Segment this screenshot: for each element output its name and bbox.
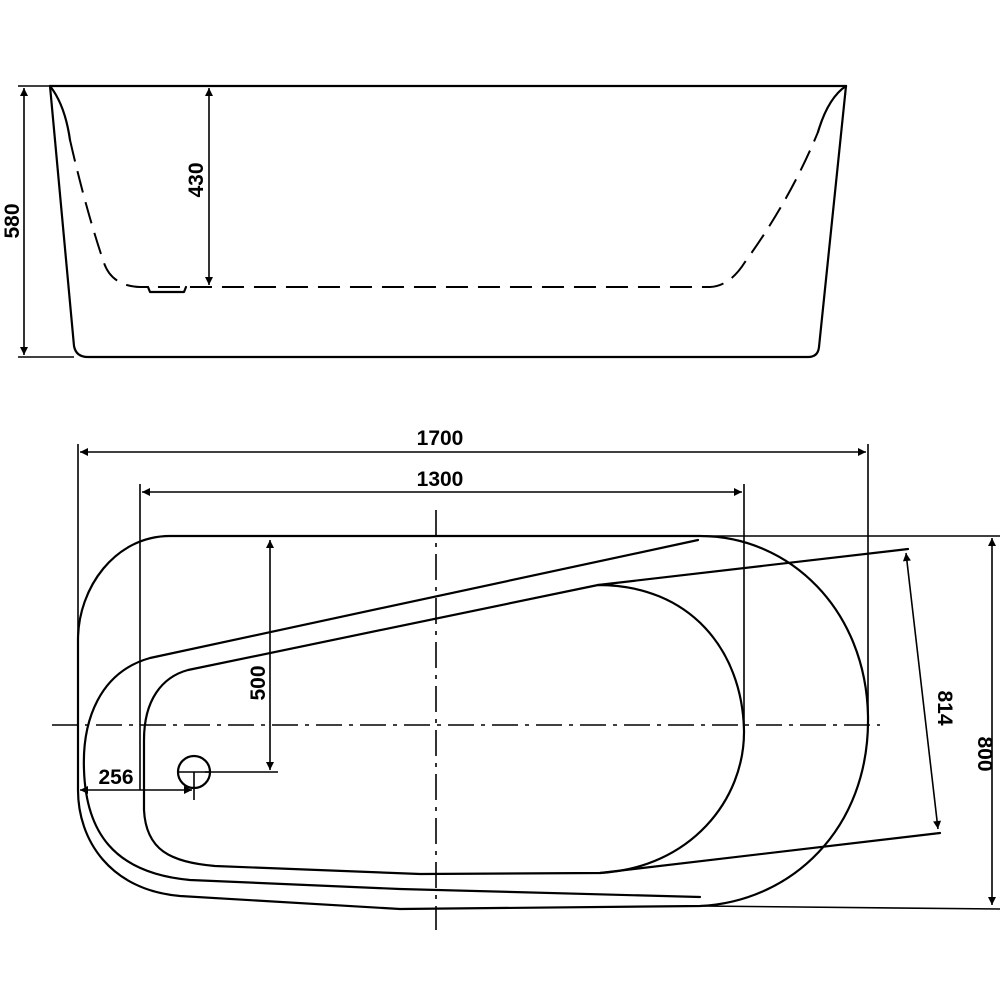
dim-label-256: 256	[98, 766, 133, 789]
inner-basin	[142, 583, 746, 876]
ext-line-800-bottom	[699, 905, 1000, 910]
inner-right-edge	[816, 84, 848, 134]
dim-label-1700: 1700	[417, 427, 464, 450]
backrest-top-line	[596, 547, 910, 587]
dim-label-1300: 1300	[417, 468, 464, 491]
top-view: 1700 1300 500 256 814 800	[52, 427, 1000, 930]
dim-label-580: 580	[1, 203, 24, 238]
inner-left-edge	[48, 84, 72, 142]
side-view: 580 430	[1, 84, 848, 359]
dim-label-430: 430	[185, 162, 208, 197]
hidden-basin	[69, 131, 819, 288]
backrest-bottom-line	[598, 831, 942, 875]
dim-label-500: 500	[247, 665, 270, 700]
outer-shell	[48, 84, 848, 359]
dim-label-814: 814	[933, 690, 956, 725]
drain-outlet	[146, 285, 188, 294]
dim-label-800: 800	[973, 736, 996, 771]
dim-line-814	[902, 552, 942, 830]
rim-inner-line	[82, 538, 702, 899]
outer-outline	[76, 534, 870, 911]
